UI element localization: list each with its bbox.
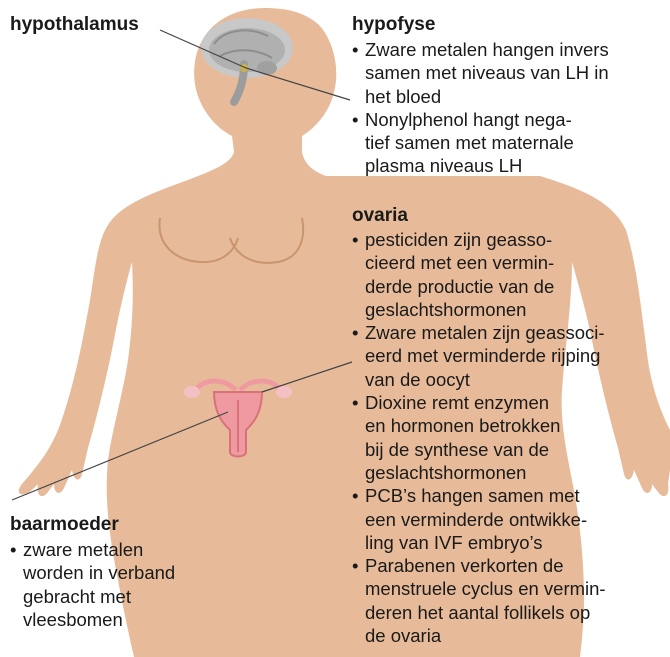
baarmoeder-item: zware metalen worden in verband gebracht… — [10, 538, 175, 631]
text-line: deren het aantal follikels op — [365, 601, 606, 624]
text-line: PCB’s hangen samen met — [365, 484, 606, 507]
text-line: Dioxine remt enzymen — [365, 391, 606, 414]
text-line: geslachtshormonen — [365, 461, 606, 484]
text-line: menstruele cyclus en vermin- — [365, 577, 606, 600]
text-line: samen met niveaus van LH in — [365, 61, 609, 84]
text-line: en hormonen betrokken — [365, 414, 606, 437]
label-baarmoeder: baarmoeder — [10, 514, 119, 536]
text-line: geslachtshormonen — [365, 298, 606, 321]
text-line: Parabenen verkorten de — [365, 554, 606, 577]
text-line: worden in verband — [23, 561, 175, 584]
ovaria-item: PCB’s hangen samen met een verminderde o… — [352, 484, 606, 554]
text-line: vleesbomen — [23, 608, 175, 631]
text-line: een verminderde ontwikke- — [365, 508, 606, 531]
text-line: Nonylphenol hangt nega- — [365, 108, 609, 131]
text-line: zware metalen — [23, 538, 175, 561]
text-line: derde productie van de — [365, 275, 606, 298]
hypofyse-item: Nonylphenol hangt nega- tief samen met m… — [352, 108, 609, 178]
text-line: eerd met verminderde rijping — [365, 344, 606, 367]
ovaria-list: pesticiden zijn geasso- cieerd met een v… — [352, 228, 606, 647]
text-line: het bloed — [365, 85, 609, 108]
label-ovaria: ovaria — [352, 205, 408, 227]
text-line: Zware metalen zijn geassoci- — [365, 321, 606, 344]
text-line: Zware metalen hangen invers — [365, 38, 609, 61]
ovaria-item: pesticiden zijn geasso- cieerd met een v… — [352, 228, 606, 321]
ovaria-item: Dioxine remt enzymen en hormonen betrokk… — [352, 391, 606, 484]
ovaria-item: Parabenen verkorten de menstruele cyclus… — [352, 554, 606, 647]
label-hypothalamus: hypothalamus — [10, 14, 139, 36]
hypofyse-item: Zware metalen hangen invers samen met ni… — [352, 38, 609, 108]
hypofyse-list: Zware metalen hangen invers samen met ni… — [352, 38, 609, 178]
text-line: pesticiden zijn geasso- — [365, 228, 606, 251]
text-line: bij de synthese van de — [365, 438, 606, 461]
text-line: tief samen met maternale — [365, 131, 609, 154]
text-line: van de oocyt — [365, 368, 606, 391]
label-hypofyse: hypofyse — [352, 14, 435, 36]
text-line: cieerd met een vermin- — [365, 251, 606, 274]
text-line: gebracht met — [23, 585, 175, 608]
text-line: de ovaria — [365, 624, 606, 647]
text-line: ling van IVF embryo’s — [365, 531, 606, 554]
baarmoeder-list: zware metalen worden in verband gebracht… — [10, 538, 175, 631]
text-line: plasma niveaus LH — [365, 154, 609, 177]
ovaria-item: Zware metalen zijn geassoci- eerd met ve… — [352, 321, 606, 391]
